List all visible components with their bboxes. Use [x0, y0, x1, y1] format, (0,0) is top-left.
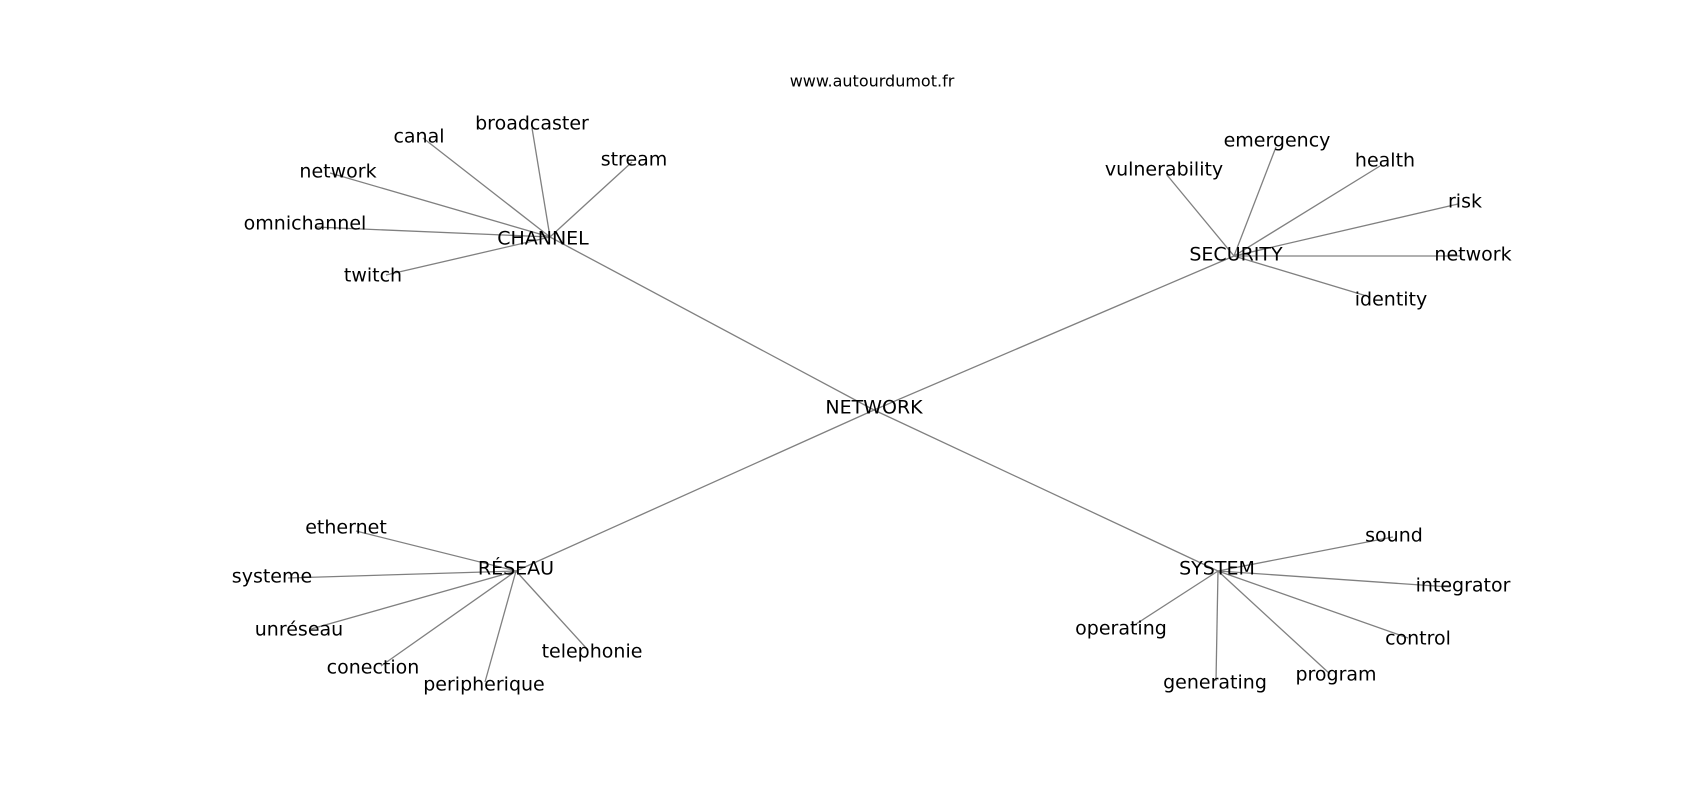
edge-reseau-systeme	[287, 570, 517, 579]
edge-channel-omnichannel	[314, 226, 551, 238]
edge-reseau-telephonie	[515, 570, 589, 651]
node-label-security-emergency: emergency	[1224, 130, 1331, 152]
node-label-channel-omnichannel: omnichannel	[244, 213, 367, 235]
node-label-channel-network: network	[299, 161, 376, 183]
node-label-reseau-unreseau: unréseau	[255, 619, 343, 641]
edge-system-control	[1217, 570, 1409, 639]
edge-reseau-peripherique	[484, 570, 517, 683]
node-label-hub-channel: CHANNEL	[497, 228, 589, 250]
edge-channel-network	[329, 172, 551, 238]
edge-system-sound	[1217, 536, 1394, 572]
edge-security-risk	[1233, 203, 1459, 257]
node-label-channel-stream: stream	[601, 149, 668, 171]
node-label-center-network: NETWORK	[825, 397, 923, 419]
node-label-reseau-telephonie: telephonie	[542, 641, 643, 663]
edge-security-identity	[1233, 255, 1371, 298]
edges-layer	[287, 127, 1460, 683]
node-label-reseau-ethernet: ethernet	[305, 517, 387, 539]
node-label-security-risk: risk	[1448, 191, 1482, 213]
edge-security-health	[1233, 165, 1381, 257]
edge-security-emergency	[1233, 146, 1277, 257]
node-label-system-integrator: integrator	[1416, 575, 1511, 597]
watermark-text: www.autourdumot.fr	[790, 72, 955, 91]
node-label-hub-system: SYSTEM	[1179, 558, 1255, 580]
node-label-system-program: program	[1295, 664, 1376, 686]
edge-security-vulnerability	[1166, 174, 1235, 257]
node-label-security-network: network	[1434, 244, 1511, 266]
node-label-channel-broadcaster: broadcaster	[475, 113, 589, 135]
node-label-system-control: control	[1385, 628, 1451, 650]
node-label-security-vulnerability: vulnerability	[1105, 159, 1223, 181]
node-label-reseau-systeme: systeme	[232, 566, 312, 588]
node-label-reseau-peripherique: peripherique	[423, 674, 545, 696]
edge-channel-canal	[422, 137, 551, 238]
edge-reseau-conection	[380, 570, 517, 667]
edge-network-channel	[549, 236, 875, 411]
edge-system-program	[1217, 570, 1331, 675]
node-label-channel-twitch: twitch	[344, 265, 402, 287]
node-label-security-identity: identity	[1355, 289, 1428, 311]
node-label-channel-canal: canal	[393, 126, 444, 148]
edge-channel-stream	[549, 161, 633, 238]
edge-network-security	[873, 255, 1235, 411]
edge-network-reseau	[515, 409, 875, 572]
edge-reseau-unreseau	[310, 570, 517, 630]
node-label-hub-reseau: RÉSEAU	[478, 557, 554, 580]
edge-channel-broadcaster	[531, 127, 551, 238]
edge-network-system	[873, 409, 1219, 572]
labels-layer: NETWORK CHANNEL canal broadcaster stream netw…	[232, 113, 1512, 696]
edge-reseau-ethernet	[355, 530, 517, 572]
node-label-reseau-conection: conection	[327, 657, 420, 679]
node-label-system-sound: sound	[1365, 525, 1423, 547]
edge-system-generating	[1215, 570, 1219, 682]
node-label-system-generating: generating	[1163, 672, 1267, 694]
edge-channel-twitch	[385, 236, 551, 276]
node-label-system-operating: operating	[1075, 618, 1167, 640]
node-label-security-health: health	[1355, 150, 1415, 172]
node-label-hub-security: SECURITY	[1189, 244, 1283, 266]
edge-system-operating	[1132, 570, 1219, 627]
edge-system-integrator	[1217, 570, 1451, 588]
